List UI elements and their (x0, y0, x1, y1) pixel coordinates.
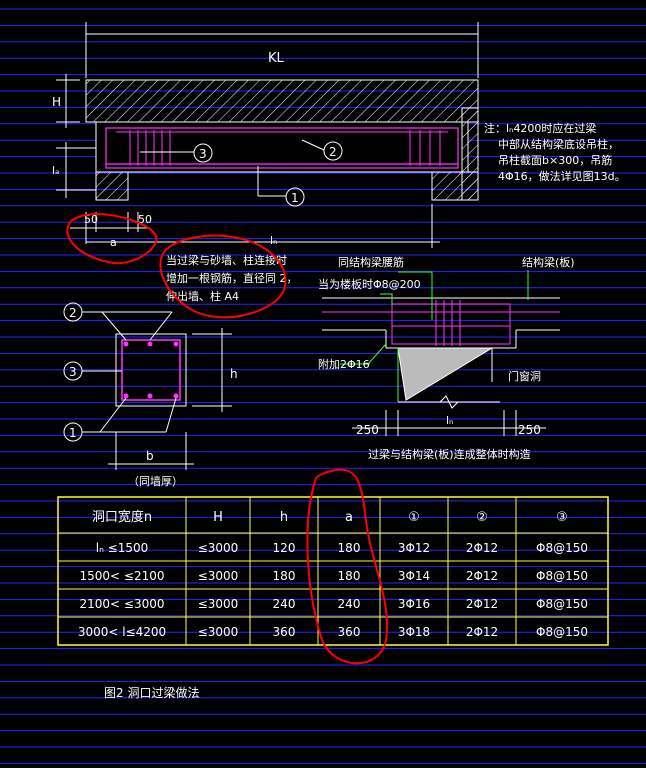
section-callout-2: 2 (69, 306, 77, 320)
dim-detail-ln: lₙ (446, 414, 453, 427)
table-cell: 2Φ12 (466, 597, 498, 611)
label-struct-beam: 结构梁(板) (522, 255, 575, 269)
dim-a: a (110, 236, 117, 249)
table-header-cell: ② (476, 510, 488, 525)
redline-circle-note (159, 234, 287, 319)
figure-caption: 图2 洞口过梁做法 (104, 685, 199, 700)
beam-slab-connection-detail: 同结构梁腰筋 当为楼板时Φ8@200 结构梁(板) 附加2Φ16 (318, 255, 575, 461)
table-header-cell: a (345, 510, 353, 525)
table-cell: 2Φ12 (466, 569, 498, 583)
label-same-rebar: 同结构梁腰筋 (338, 255, 404, 269)
table-cell: 1500< ≤2100 (79, 569, 164, 583)
dim-h-upper: H (52, 95, 61, 109)
red-note-line: 增加一根钢筋，直径同 2， (166, 271, 298, 285)
elevation-note-line: 吊柱截面b×300，吊筋 (498, 153, 612, 167)
dim-250-left: 250 (356, 423, 379, 437)
elevation-callout-1: 1 (291, 191, 299, 205)
red-markup-annotations (66, 212, 388, 665)
table-cell: 180 (338, 569, 361, 583)
table-cell: 180 (338, 541, 361, 555)
detail-caption: 过梁与结构梁(板)连成整体时构造 (368, 447, 531, 461)
section-caption: （同墙厚） (128, 474, 183, 488)
label-slab-rebar: 当为楼板时Φ8@200 (318, 277, 421, 291)
table-cell: 2Φ12 (466, 541, 498, 555)
table-header-cell: H (213, 510, 223, 525)
redline-circle-column-a (306, 468, 388, 665)
table-cell: Φ8@150 (536, 597, 588, 611)
table-cell: 360 (338, 625, 361, 639)
red-note-line: 伸出墙、柱 A4 (166, 289, 239, 303)
table-cell: ≤3000 (198, 541, 239, 555)
lintel-table: 洞口宽度n H h a ① ② ③ lₙ ≤1500 ≤3000 120 180 3Φ1… (57, 496, 609, 646)
table-header-cell: ① (408, 510, 420, 525)
elevation-callout-2: 2 (329, 145, 337, 159)
elevation-note: 注：lₙ4200时应在过梁 中部从结构梁底设吊柱， 吊柱截面b×300，吊筋 4… (484, 121, 626, 183)
table-cell: Φ8@150 (536, 625, 588, 639)
table-cell: Φ8@150 (536, 569, 588, 583)
table-cell: 2100< ≤3000 (79, 597, 164, 611)
table-header-cell: 洞口宽度n (92, 509, 152, 525)
table-cell: 3Φ16 (398, 597, 430, 611)
elevation-note-line: 4Φ16，做法详见图13d。 (498, 169, 626, 183)
dim-250-right: 250 (518, 423, 541, 437)
table-cell: lₙ ≤1500 (96, 541, 149, 555)
label-add-bars: 附加2Φ16 (318, 357, 370, 371)
table-cell: 2Φ12 (466, 625, 498, 639)
elevation-callout-3: 3 (199, 147, 207, 161)
red-note-line: 当过梁与砂墙、柱连接时 (166, 253, 287, 267)
dim-section-h: h (230, 367, 238, 381)
elevation-note-line: 注：lₙ4200时应在过梁 (484, 121, 596, 135)
beam-cross-section: 2 3 1 h b （同墙厚） (63, 302, 238, 488)
label-door-opening: 门窗洞 (508, 369, 541, 383)
elevation-note-line: 中部从结构梁底设吊柱， (498, 137, 619, 151)
table-cell: ≤3000 (198, 625, 239, 639)
table-cell: 3Φ12 (398, 541, 430, 555)
dim-50-left: 50 (84, 213, 98, 226)
table-cell: 3Φ18 (398, 625, 430, 639)
dim-ln: lₙ (270, 234, 277, 247)
table-cell: 3Φ14 (398, 569, 430, 583)
table-header-cell: h (280, 510, 288, 525)
table-cell: ≤3000 (198, 569, 239, 583)
table-cell: 120 (273, 541, 296, 555)
section-callout-3: 3 (69, 365, 77, 379)
table-cell: 240 (338, 597, 361, 611)
table-cell: 240 (273, 597, 296, 611)
dim-la: lₐ (52, 164, 59, 177)
table-cell: Φ8@150 (536, 541, 588, 555)
dim-section-b: b (146, 449, 154, 463)
beam-elevation: KL H (52, 22, 626, 249)
beam-label-kl: KL (268, 51, 285, 66)
table-cell: 180 (273, 569, 296, 583)
section-callout-1: 1 (69, 426, 77, 440)
redline-circle-a (66, 212, 158, 265)
red-note: 当过梁与砂墙、柱连接时 增加一根钢筋，直径同 2， 伸出墙、柱 A4 (166, 253, 301, 303)
table-cell: 360 (273, 625, 296, 639)
table-cell: 3000< l≤4200 (78, 625, 166, 639)
dim-50-right: 50 (138, 213, 152, 226)
table-header-cell: ③ (556, 510, 568, 525)
table-cell: ≤3000 (198, 597, 239, 611)
